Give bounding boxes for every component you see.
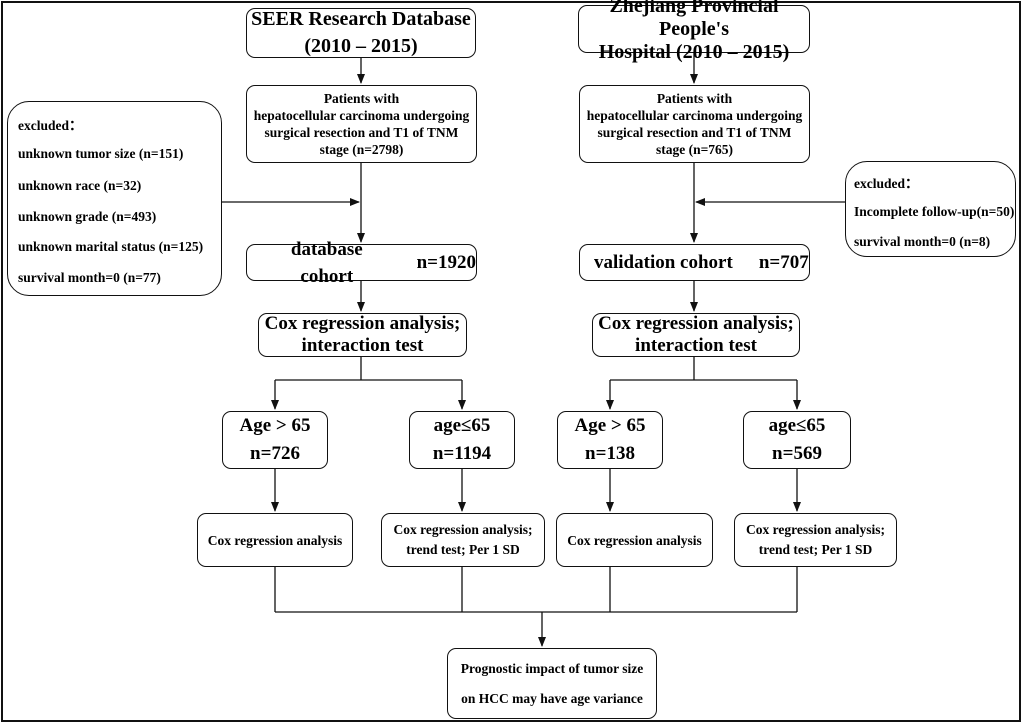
seer-database-line2: (2010 – 2015) [304,35,418,57]
left-excluded-item: unknown race (n=32) [18,178,142,193]
group-analysis-line1: Cox regression analysis; [745,522,885,537]
seer-database-box: SEER Research Database (2010 – 2015) [246,8,476,58]
left-patients-line3: surgical resection and T1 of TNM [264,125,459,140]
right-patients-line4: stage (n=765) [655,142,734,157]
right-excluded-box: excluded： Incomplete follow-up(n=50) sur… [845,161,1016,257]
right-excluded-title: excluded： [854,176,919,191]
hospital-box: Zhejiang Provincial People's Hospital (2… [578,0,810,63]
group1-analysis-box: Cox regression analysis [197,513,353,567]
right-excluded-item: survival month=0 (n=8) [854,234,991,249]
right-cox-box: Cox regression analysis; interaction tes… [592,313,800,357]
right-patients-box: Patients with hepatocellular carcinoma u… [579,85,810,163]
group3-analysis-box: Cox regression analysis [556,513,713,567]
group-n: n=726 [250,443,300,464]
group-label: age≤65 [433,415,491,436]
left-excluded-item: unknown tumor size (n=151) [18,146,184,161]
left-excluded-item: unknown grade (n=493) [18,209,157,224]
group-age-under-65-db: age≤65 n=1194 [409,411,515,469]
left-excluded-item: unknown marital status (n=125) [18,239,204,254]
hospital-line2: Hospital (2010 – 2015) [598,40,790,63]
left-patients-line4: stage (n=2798) [319,142,404,157]
group-n: n=1194 [432,443,492,464]
conclusion-line1: Prognostic impact of tumor size [460,660,644,676]
group4-analysis-box: Cox regression analysis; trend test; Per… [734,513,897,567]
database-cohort-label: database cohort [290,238,363,287]
right-patients-line3: surgical resection and T1 of TNM [597,125,792,140]
group-analysis-line1: Cox regression analysis [567,532,702,548]
left-patients-box: Patients with hepatocellular carcinoma u… [246,85,477,163]
group-analysis-line2: trend test; Per 1 SD [758,542,873,557]
group-n: n=569 [772,443,822,464]
right-excluded-item: Incomplete follow-up(n=50) [854,204,1015,219]
group-analysis-line1: Cox regression analysis [207,532,343,548]
right-cox-line2: interaction test [635,335,757,356]
group-analysis-line1: Cox regression analysis; [393,522,533,537]
validation-cohort-box: validation cohort n=707 [579,244,810,281]
validation-cohort-n: n=707 [758,252,809,273]
left-cox-box: Cox regression analysis; interaction tes… [258,313,467,357]
group-age-over-65-va: Age > 65 n=138 [557,411,663,469]
left-excluded-box: excluded： unknown tumor size (n=151) unk… [7,101,222,296]
validation-cohort-label: validation cohort [594,252,733,273]
conclusion-box: Prognostic impact of tumor size on HCC m… [447,648,657,719]
left-patients-line2: hepatocellular carcinoma undergoing [253,108,470,123]
group-analysis-line2: trend test; Per 1 SD [406,542,520,557]
conclusion-line2: on HCC may have age variance [461,690,643,706]
right-patients-line2: hepatocellular carcinoma undergoing [586,108,803,123]
left-cox-line1: Cox regression analysis; [264,313,461,334]
right-patients-line1: Patients with [656,91,733,106]
group-n: n=138 [585,443,635,464]
left-excluded-title: excluded： [18,118,83,133]
group2-analysis-box: Cox regression analysis; trend test; Per… [381,513,545,567]
seer-database-line1: SEER Research Database [251,8,471,30]
group-label: Age > 65 [574,415,646,436]
group-label: age≤65 [768,415,826,436]
left-cox-line2: interaction test [301,335,424,356]
group-label: Age > 65 [239,415,311,436]
group-age-under-65-va: age≤65 n=569 [743,411,851,469]
right-cox-line1: Cox regression analysis; [598,313,794,334]
left-excluded-item: survival month=0 (n=77) [18,270,161,285]
group-age-over-65-db: Age > 65 n=726 [222,411,328,469]
hospital-line1: Zhejiang Provincial People's [609,0,779,40]
database-cohort-box: database cohort n=1920 [246,239,477,287]
database-cohort-n: n=1920 [416,252,476,273]
left-patients-line1: Patients with [323,91,400,106]
